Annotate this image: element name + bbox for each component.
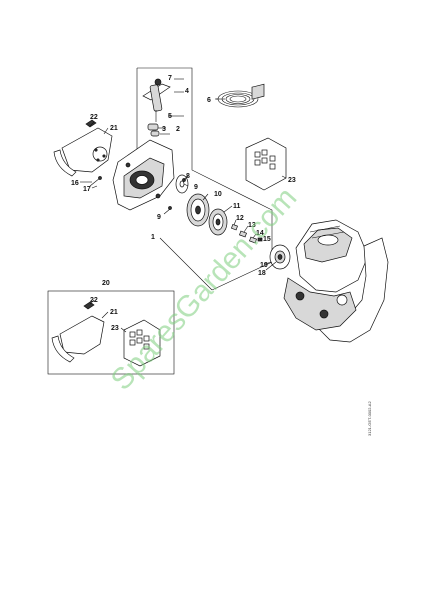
callout-14: 14 [256,230,264,237]
fan-housing [112,139,175,211]
callout-21-upper: 21 [110,125,118,132]
callout-12: 12 [236,215,244,222]
hand-guard-lower [51,301,105,363]
callout-15: 15 [263,236,271,243]
callout-5: 5 [168,113,172,120]
assembly-frame [136,67,273,291]
callout-9-upper: 9 [194,184,198,191]
callout-23-upper: 23 [288,177,296,184]
callout-20: 20 [102,280,110,287]
callout-11: 11 [233,203,241,210]
rotor [208,208,228,236]
filter-cover-lower [123,319,161,367]
callout-2: 2 [176,126,180,133]
rope-guide [147,123,160,137]
callout-6: 6 [207,97,211,104]
rope-rotor [186,193,210,227]
callout-23-kit: 23 [111,325,119,332]
callout-21-kit: 21 [110,309,118,316]
callout-19: 19 [260,262,268,269]
kit-box [47,290,175,375]
starter-grip [142,78,171,122]
hand-guard-upper [53,119,113,187]
drawing-code: 3121-GET-0002-A2 [367,401,372,436]
callout-13: 13 [248,222,256,229]
callout-17: 17 [83,186,91,193]
callout-8: 8 [186,173,190,180]
callout-22-upper: 22 [90,114,98,121]
fan-cup [269,244,291,270]
callout-7: 7 [168,75,172,82]
callout-1: 1 [151,234,155,241]
callout-16: 16 [71,180,79,187]
callout-22-kit: 22 [90,297,98,304]
callout-18: 18 [258,270,266,277]
callout-3: 3 [162,126,166,133]
callout-10: 10 [214,191,222,198]
callout-4: 4 [185,88,189,95]
engine-block [283,219,389,343]
washer [168,174,189,210]
leader-lines [80,78,287,333]
callout-9-lower: 9 [157,214,161,221]
callouts: 7 4 5 3 2 6 22 21 16 17 23 8 9 9 10 11 1… [71,75,296,332]
filter-cover-upper [245,83,287,191]
pawl-set [230,223,263,244]
